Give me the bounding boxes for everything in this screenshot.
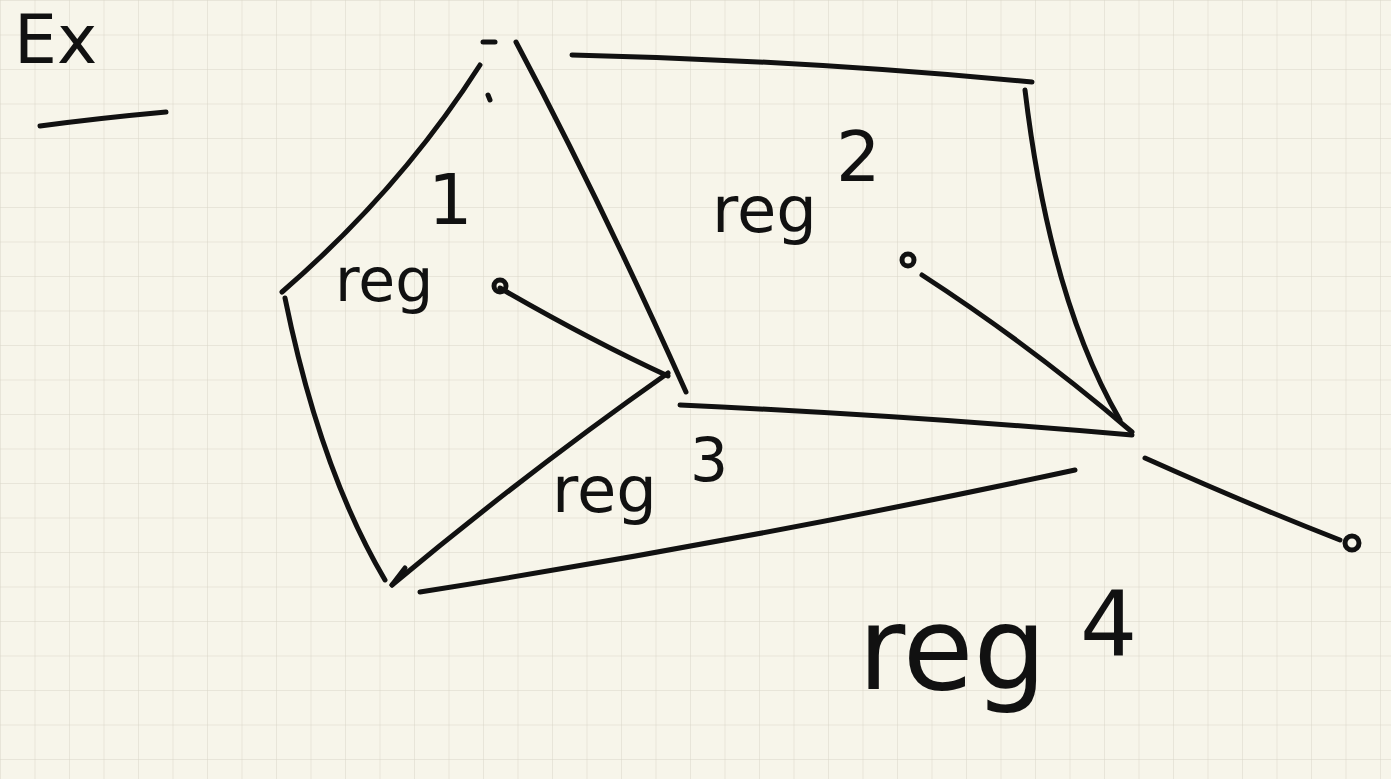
region-label: reg bbox=[712, 178, 817, 242]
region-label: reg bbox=[335, 250, 433, 310]
region-number: 2 bbox=[836, 122, 881, 192]
region-label: reg bbox=[858, 592, 1047, 707]
region-number: 3 bbox=[690, 430, 728, 490]
region-number: 1 bbox=[428, 165, 473, 235]
region-label: reg bbox=[552, 458, 657, 522]
region-number: 4 bbox=[1080, 580, 1137, 670]
diagram-title: Ex bbox=[14, 6, 97, 74]
